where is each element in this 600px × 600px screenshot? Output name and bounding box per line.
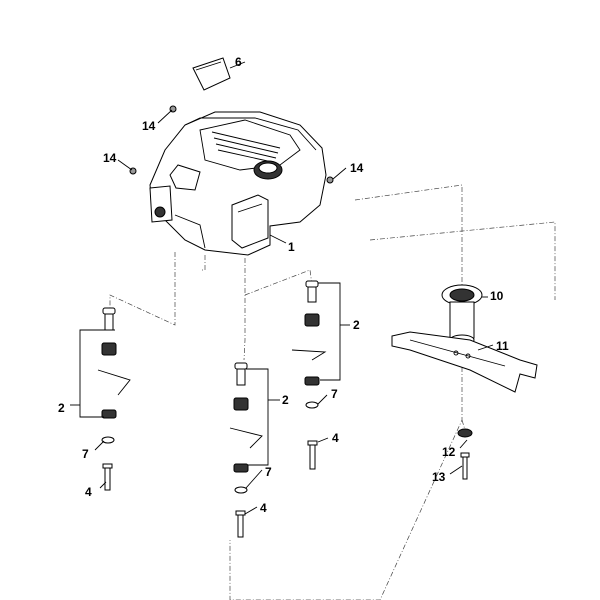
callout-blade-hub: 10 bbox=[490, 289, 504, 303]
callout-engine: 1 bbox=[288, 240, 295, 254]
callout-spacer-mid: 2 bbox=[282, 393, 289, 407]
callout-plug-right: 14 bbox=[350, 161, 364, 175]
callout-spacer-left: 2 bbox=[58, 401, 65, 415]
callout-blade: 11 bbox=[496, 339, 509, 353]
callout-blade-bolt: 13 bbox=[432, 470, 446, 484]
callout-spacer-right: 2 bbox=[353, 318, 360, 332]
left-stack bbox=[97, 307, 131, 491]
mid-stack bbox=[229, 362, 263, 538]
callout-blade-washer: 12 bbox=[442, 445, 456, 459]
blade bbox=[391, 331, 538, 393]
callout-plug-left: 14 bbox=[103, 151, 117, 165]
callout-plug-top: 14 bbox=[142, 119, 156, 133]
callout-washer-right: 7 bbox=[331, 387, 338, 401]
callout-washer-mid: 7 bbox=[265, 465, 272, 479]
plug-right bbox=[326, 176, 334, 184]
callout-bolt-mid: 4 bbox=[260, 501, 267, 515]
cover-plate bbox=[192, 57, 231, 91]
callout-bolt-right: 4 bbox=[332, 431, 339, 445]
leader-lines bbox=[70, 61, 494, 515]
callout-cover: 6 bbox=[235, 55, 242, 69]
right-stack bbox=[291, 280, 327, 470]
blade-bolt bbox=[460, 452, 470, 480]
blade-washer bbox=[457, 428, 473, 438]
engine bbox=[149, 111, 327, 256]
callout-washer-left: 7 bbox=[82, 447, 89, 461]
callout-labels: 6 14 14 14 1 2 2 2 7 7 7 4 4 4 10 11 12 … bbox=[58, 55, 509, 515]
blade-hub bbox=[441, 284, 483, 346]
callout-bolt-left: 4 bbox=[85, 485, 92, 499]
